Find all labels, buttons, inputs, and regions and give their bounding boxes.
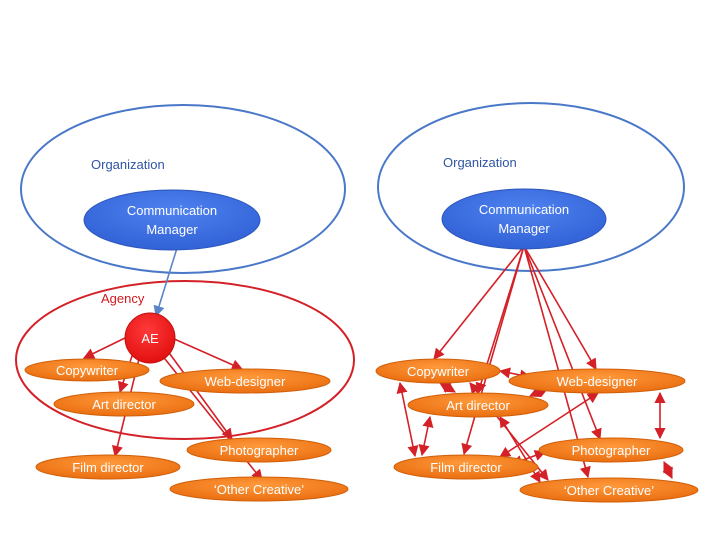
left-ae-label: AE bbox=[141, 331, 159, 346]
link-manager-to-film-director bbox=[461, 245, 525, 456]
right-manager-label-line1: Communication bbox=[479, 202, 569, 217]
left-manager-node: Communication Manager bbox=[83, 189, 261, 251]
svg-text:Film director: Film director bbox=[430, 460, 502, 475]
svg-text:Art director: Art director bbox=[92, 397, 156, 412]
right-role-photographer: Photographer bbox=[538, 437, 684, 463]
right-role-film-director: Film director bbox=[393, 454, 539, 480]
left-manager-label-line2: Manager bbox=[146, 222, 198, 237]
left-agency-label: Agency bbox=[101, 291, 145, 306]
left-organization-ellipse bbox=[20, 104, 346, 274]
left-role-photographer: Photographer bbox=[186, 437, 332, 463]
link-manager-to-web-designer bbox=[523, 245, 597, 370]
right-role-web-designer: Web-designer bbox=[508, 368, 686, 394]
svg-text:Copywriter: Copywriter bbox=[56, 363, 119, 378]
svg-text:Photographer: Photographer bbox=[220, 443, 299, 458]
right-role-other-creative: ‘Other Creative’ bbox=[519, 477, 699, 503]
right-role-copywriter: Copywriter bbox=[375, 358, 501, 384]
link-photographer-other-creative bbox=[662, 460, 674, 480]
left-manager-label-line1: Communication bbox=[127, 203, 217, 218]
left-organization-label: Organization bbox=[91, 157, 165, 172]
link-copywriter-art-director bbox=[439, 382, 456, 393]
link-manager-to-copywriter bbox=[433, 245, 525, 360]
left-role-copywriter: Copywriter bbox=[24, 358, 150, 382]
right-role-art-director: Art director bbox=[407, 392, 549, 418]
left-role-film-director: Film director bbox=[35, 454, 181, 480]
svg-text:Film director: Film director bbox=[72, 460, 144, 475]
link-copywriter-film-director bbox=[396, 381, 419, 458]
svg-text:Art director: Art director bbox=[446, 398, 510, 413]
svg-text:‘Other Creative’: ‘Other Creative’ bbox=[564, 483, 654, 498]
link-manager-to-ae bbox=[153, 247, 178, 318]
right-diagram: Organization Communication bbox=[375, 102, 699, 503]
svg-text:Copywriter: Copywriter bbox=[407, 364, 470, 379]
left-diagram: Organization Agency Communication Manage… bbox=[15, 104, 355, 502]
link-ae-to-copywriter bbox=[82, 337, 126, 359]
left-agency-ellipse bbox=[15, 280, 355, 440]
left-role-other-creative: ‘Other Creative’ bbox=[169, 476, 349, 502]
svg-text:‘Other Creative’: ‘Other Creative’ bbox=[214, 482, 304, 497]
left-role-art-director: Art director bbox=[53, 391, 195, 417]
svg-text:Web-designer: Web-designer bbox=[205, 374, 286, 389]
svg-text:Photographer: Photographer bbox=[572, 443, 651, 458]
right-manager-node: Communication Manager bbox=[441, 188, 607, 250]
link-ae-to-web-designer bbox=[171, 337, 244, 371]
link-ae-to-photographer bbox=[166, 349, 233, 440]
right-manager-label-line2: Manager bbox=[498, 221, 550, 236]
left-role-web-designer: Web-designer bbox=[159, 368, 331, 394]
right-organization-label: Organization bbox=[443, 155, 517, 170]
link-art-director-film-director bbox=[418, 415, 434, 457]
svg-text:Web-designer: Web-designer bbox=[557, 374, 638, 389]
left-ae-node: AE bbox=[124, 312, 176, 364]
